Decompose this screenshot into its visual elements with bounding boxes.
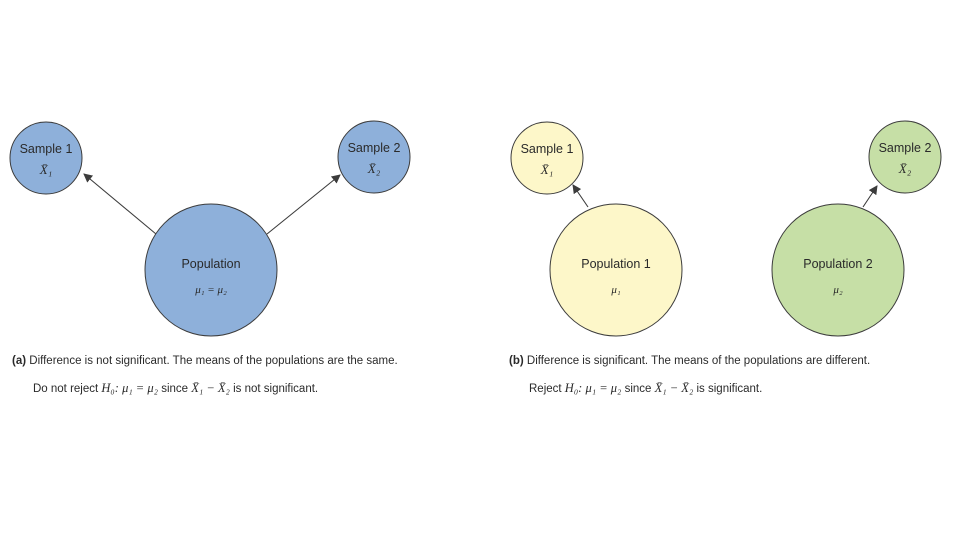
sample2-label: Sample 2 [348,141,401,155]
caption-a-suffix: is not significant. [229,383,319,395]
caption-b-hypothesis: H₀: μ₁ = μ₂ [564,381,622,395]
population1-symbol: μ₁ [610,284,621,296]
caption-b-suffix: is significant. [693,383,763,395]
caption-b-text: Difference is significant. The means of … [526,355,871,367]
caption-b-diff: X̄₁ − X̄₂ [654,381,694,395]
arrow-population-to-sample1 [83,173,157,235]
sample2-symbol: X̄₂ [367,161,381,176]
population2-symbol: μ₂ [832,284,843,296]
b-sample1-label: Sample 1 [521,142,574,156]
population2-circle [771,203,905,337]
sample1-node: Sample 1 X̄₁ [9,121,83,195]
population1-node: Population 1 μ₁ [549,203,683,337]
b-sample1-symbol: X̄₁ [540,162,553,177]
panel-a: Sample 1 X̄₁ Sample 2 X̄₂ Population μ₁ … [9,120,411,337]
caption-b-letter: (b) [509,355,524,367]
population1-label: Population 1 [581,257,651,271]
arrow-population-to-sample2 [266,174,341,235]
caption-a-mid: since [158,383,192,395]
caption-a-hypothesis: H₀: μ₁ = μ₂ [101,381,158,395]
b-sample2-label: Sample 2 [879,141,932,155]
arrow-population1-to-sample1 [572,184,589,208]
population-node: Population μ₁ = μ₂ [144,203,278,337]
sample1-circle [9,121,83,195]
caption-b-prefix: Reject [529,383,565,395]
arrow-population2-to-sample2 [862,185,878,208]
caption-a-letter: (a) [12,355,27,367]
b-sample2-circle [868,120,942,194]
panel-b: Sample 1 X̄₁ Sample 2 X̄₂ Population 1 μ… [510,120,942,337]
caption-a-diff: X̄₁ − X̄₂ [191,381,230,395]
b-sample2-symbol: X̄₂ [898,161,912,176]
population2-label: Population 2 [803,257,873,271]
population1-circle [549,203,683,337]
caption-b-line1: (b) Difference is significant. The means… [509,354,870,368]
population2-node: Population 2 μ₂ [771,203,905,337]
population-circle [144,203,278,337]
caption-a-line1: (a) Difference is not significant. The m… [12,354,398,368]
b-sample1-circle [510,121,584,195]
b-sample2-node: Sample 2 X̄₂ [868,120,942,194]
sample2-node: Sample 2 X̄₂ [337,120,411,194]
caption-a-prefix: Do not reject [33,383,102,395]
population-symbol: μ₁ = μ₂ [194,284,227,296]
b-sample1-node: Sample 1 X̄₁ [510,121,584,195]
population-label: Population [181,257,240,271]
sample2-circle [337,120,411,194]
caption-a-text: Difference is not significant. The means… [29,355,398,367]
sample1-symbol: X̄₁ [39,162,52,177]
caption-b-mid: since [621,383,655,395]
caption-a-line2: Do not reject H₀: μ₁ = μ₂ since X̄₁ − X̄… [33,381,318,396]
sample1-label: Sample 1 [20,142,73,156]
caption-b-line2: Reject H₀: μ₁ = μ₂ since X̄₁ − X̄₂ is si… [529,381,762,396]
